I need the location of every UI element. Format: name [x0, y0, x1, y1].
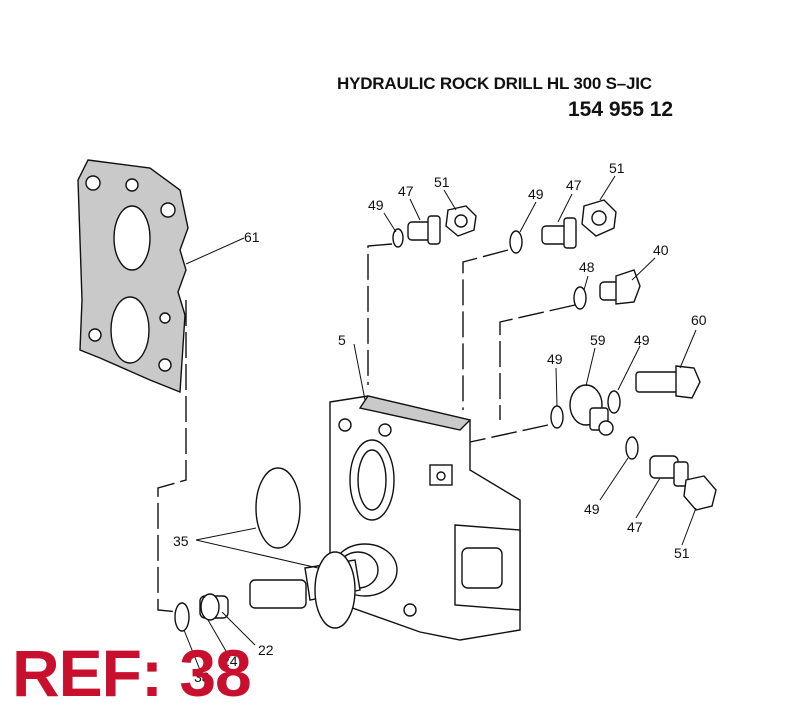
- callout-22: 22: [258, 642, 274, 658]
- callout-51-a: 51: [434, 174, 450, 190]
- callout-49-c: 49: [547, 351, 563, 367]
- callout-35: 35: [173, 533, 189, 549]
- callout-49-d: 49: [634, 332, 650, 348]
- bolt-60: [635, 365, 701, 399]
- callout-40: 40: [653, 242, 669, 258]
- banjo-59: [569, 384, 614, 436]
- callout-47-c: 47: [627, 519, 643, 535]
- nut-51-c: [683, 475, 717, 511]
- o-ring-38: [174, 602, 190, 632]
- o-ring-49-b: [509, 230, 523, 254]
- part-number: 154 955 12: [568, 98, 674, 121]
- o-ring-49-e: [625, 436, 639, 460]
- callout-59: 59: [590, 332, 606, 348]
- plug-40: [599, 269, 641, 305]
- gasket-plate: [77, 159, 189, 394]
- shaft-and-bearing: [199, 579, 307, 621]
- callout-51-b: 51: [609, 160, 625, 176]
- callout-61: 61: [244, 229, 260, 245]
- nut-51-a: [445, 205, 477, 237]
- callout-47-b: 47: [566, 177, 582, 193]
- fitting-47-b: [541, 217, 577, 249]
- o-ring-48: [573, 286, 587, 310]
- nut-51-b: [581, 199, 617, 237]
- callout-24: 24: [222, 653, 238, 669]
- fitting-47-c: [649, 455, 689, 487]
- callout-49-e: 49: [584, 501, 600, 517]
- callout-47-a: 47: [398, 183, 414, 199]
- reference-label: REF: 38: [12, 636, 252, 710]
- callout-51-c: 51: [674, 545, 690, 561]
- callout-48: 48: [579, 259, 595, 275]
- o-ring-35-large: [255, 467, 301, 549]
- callout-60: 60: [691, 312, 707, 328]
- o-ring-49-a: [392, 228, 404, 248]
- callout-49-b: 49: [528, 186, 544, 202]
- diagram-title: HYDRAULIC ROCK DRILL HL 300 S–JIC: [337, 74, 652, 93]
- o-ring-49-d: [607, 390, 621, 414]
- callout-5: 5: [338, 332, 346, 348]
- o-ring-35-small: [314, 551, 356, 629]
- o-ring-49-c: [550, 405, 564, 429]
- callout-38: 38: [194, 669, 210, 685]
- callout-49-a: 49: [368, 197, 384, 213]
- fitting-47-a: [407, 215, 441, 245]
